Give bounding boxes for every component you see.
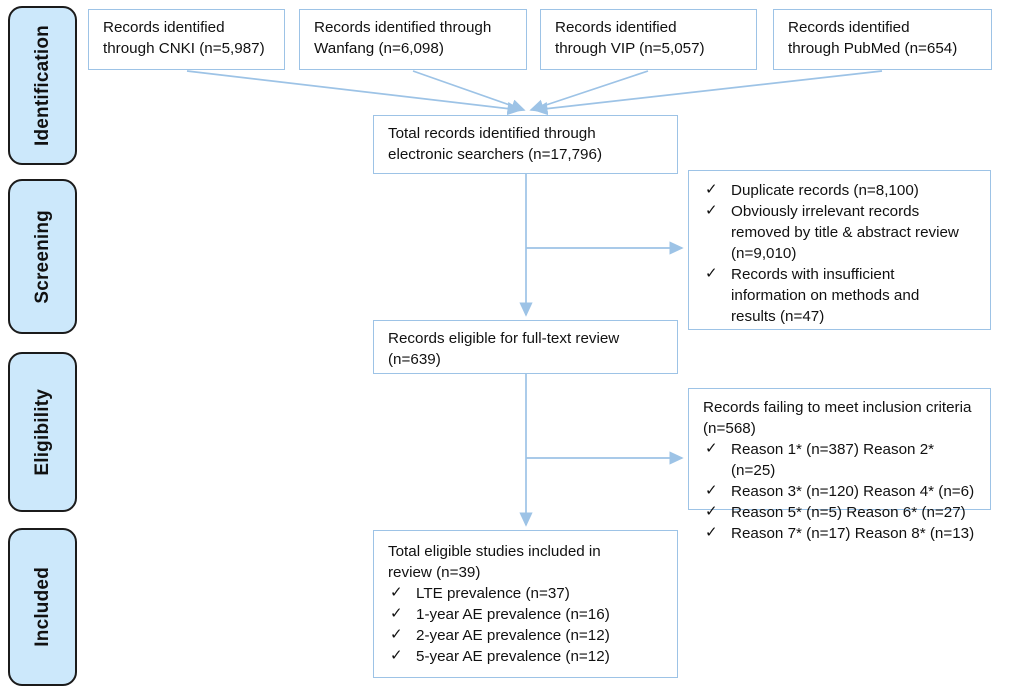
list-item-text: LTE prevalence (n=37) bbox=[416, 584, 570, 602]
list-item: ✓ Records with insufficient bbox=[703, 265, 980, 286]
source-box-vip: Records identified through VIP (n=5,057) bbox=[540, 9, 757, 70]
check-icon: ✓ bbox=[705, 481, 718, 499]
list-item-line: information on methods and bbox=[731, 286, 920, 304]
source-cnki-line2: through CNKI (n=5,987) bbox=[103, 39, 265, 57]
check-icon: ✓ bbox=[390, 604, 403, 622]
total-records-box: Total records identified through electro… bbox=[373, 115, 678, 174]
source-box-wanfang: Records identified through Wanfang (n=6,… bbox=[299, 9, 527, 70]
source-wanfang-line2: Wanfang (n=6,098) bbox=[314, 39, 444, 57]
screening-excluded-list: ✓ Duplicate records (n=8,100) ✓ Obviousl… bbox=[703, 181, 980, 328]
source-pubmed-line2: through PubMed (n=654) bbox=[788, 39, 958, 57]
list-item: ✓ 5-year AE prevalence (n=12) bbox=[388, 647, 667, 668]
source-box-cnki: Records identified through CNKI (n=5,987… bbox=[88, 9, 285, 70]
eligible-fulltext-line1: Records eligible for full-text review bbox=[388, 330, 620, 347]
check-icon: ✓ bbox=[705, 264, 718, 282]
list-item-text: Reason 5* (n=5) Reason 6* (n=27) bbox=[731, 503, 966, 521]
list-item-text: Reason 1* (n=387) Reason 2* (n=25) bbox=[731, 440, 935, 479]
included-studies-list: ✓ LTE prevalence (n=37) ✓ 1-year AE prev… bbox=[388, 584, 667, 668]
stage-eligibility-label: Eligibility bbox=[31, 388, 53, 476]
stage-included-label: Included bbox=[31, 567, 53, 647]
source-box-pubmed: Records identified through PubMed (n=654… bbox=[773, 9, 992, 70]
list-item-line: removed by title & abstract review bbox=[731, 223, 959, 241]
check-icon: ✓ bbox=[705, 201, 718, 219]
list-item: ✓ Reason 7* (n=17) Reason 8* (n=13) bbox=[703, 524, 980, 545]
list-item-continuation: (n=9,010) bbox=[703, 244, 980, 265]
list-item-line: results (n=47) bbox=[731, 307, 825, 325]
list-item: ✓ 1-year AE prevalence (n=16) bbox=[388, 605, 667, 626]
check-icon: ✓ bbox=[705, 181, 718, 198]
list-item-line: (n=9,010) bbox=[731, 244, 797, 262]
list-item: ✓ Obviously irrelevant records bbox=[703, 202, 980, 223]
total-records-line2: electronic searchers (n=17,796) bbox=[388, 145, 603, 163]
list-item-line: Obviously irrelevant records bbox=[731, 202, 920, 220]
check-icon: ✓ bbox=[705, 439, 718, 457]
included-studies-box: Total eligible studies included in revie… bbox=[373, 530, 678, 678]
source-vip-line2: through VIP (n=5,057) bbox=[555, 39, 705, 57]
eligibility-excluded-heading-line2: (n=568) bbox=[703, 419, 756, 437]
source-vip-line1: Records identified bbox=[555, 19, 677, 36]
stage-screening: Screening bbox=[8, 179, 77, 334]
check-icon: ✓ bbox=[705, 523, 718, 541]
list-item: ✓ Reason 3* (n=120) Reason 4* (n=6) bbox=[703, 482, 980, 503]
screening-excluded-box: ✓ Duplicate records (n=8,100) ✓ Obviousl… bbox=[688, 170, 991, 330]
eligibility-excluded-box: Records failing to meet inclusion criter… bbox=[688, 388, 991, 542]
list-item: ✓ 2-year AE prevalence (n=12) bbox=[388, 626, 667, 647]
check-icon: ✓ bbox=[390, 583, 403, 601]
included-heading-line2: review (n=39) bbox=[388, 563, 481, 581]
list-item: ✓ Reason 1* (n=387) Reason 2* (n=25) bbox=[703, 440, 980, 482]
list-item-continuation: results (n=47) bbox=[703, 307, 980, 328]
eligibility-excluded-list: ✓ Reason 1* (n=387) Reason 2* (n=25) ✓ R… bbox=[703, 440, 980, 545]
list-item-text: 5-year AE prevalence (n=12) bbox=[416, 647, 610, 665]
eligible-fulltext-line2: (n=639) bbox=[388, 350, 441, 368]
list-item-continuation: information on methods and bbox=[703, 286, 980, 307]
list-item-line: Records with insufficient bbox=[731, 265, 895, 283]
list-item: ✓ Duplicate records (n=8,100) bbox=[703, 181, 980, 202]
list-item-continuation: removed by title & abstract review bbox=[703, 223, 980, 244]
included-heading-line1: Total eligible studies included in bbox=[388, 543, 601, 560]
stage-included: Included bbox=[8, 528, 77, 686]
total-records-line1: Total records identified through bbox=[388, 125, 596, 142]
list-item-text: 1-year AE prevalence (n=16) bbox=[416, 605, 610, 623]
source-wanfang-line1: Records identified through bbox=[314, 19, 492, 36]
source-pubmed-line1: Records identified bbox=[788, 19, 910, 36]
source-cnki-line1: Records identified bbox=[103, 19, 225, 36]
stage-identification-label: Identification bbox=[31, 24, 53, 147]
list-item-text: 2-year AE prevalence (n=12) bbox=[416, 626, 610, 644]
list-item-text: Reason 7* (n=17) Reason 8* (n=13) bbox=[731, 524, 975, 542]
eligibility-excluded-heading-line1: Records failing to meet inclusion criter… bbox=[703, 399, 972, 416]
check-icon: ✓ bbox=[705, 502, 718, 520]
stage-eligibility: Eligibility bbox=[8, 352, 77, 512]
check-icon: ✓ bbox=[390, 625, 403, 643]
list-item: ✓ LTE prevalence (n=37) bbox=[388, 584, 667, 605]
list-item: ✓ Reason 5* (n=5) Reason 6* (n=27) bbox=[703, 503, 980, 524]
list-item-line: Duplicate records (n=8,100) bbox=[731, 182, 919, 199]
check-icon: ✓ bbox=[390, 646, 403, 664]
stage-screening-label: Screening bbox=[31, 209, 53, 304]
list-item-text: Reason 3* (n=120) Reason 4* (n=6) bbox=[731, 482, 975, 500]
eligible-fulltext-box: Records eligible for full-text review (n… bbox=[373, 320, 678, 374]
stage-identification: Identification bbox=[8, 6, 77, 165]
